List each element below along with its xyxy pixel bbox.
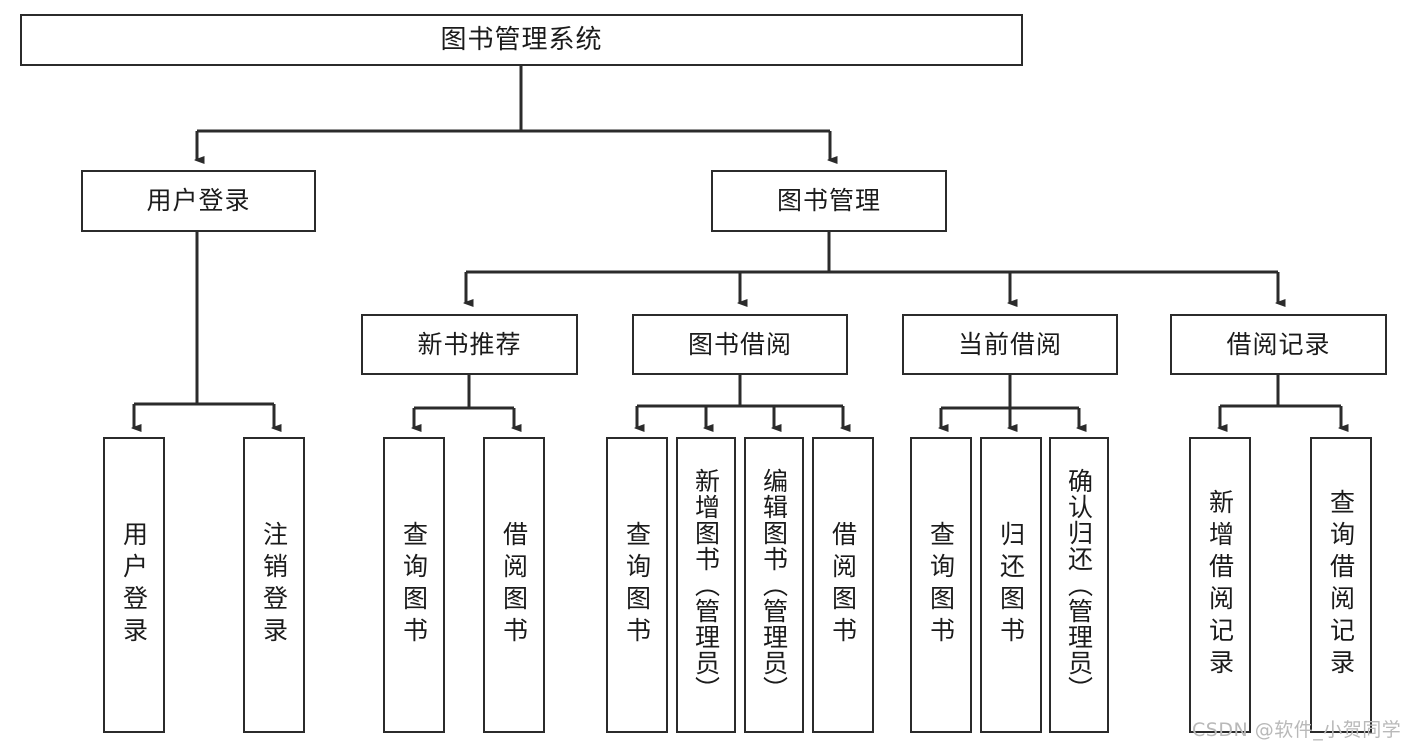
leaf-edit-book-admin[interactable]: 编辑图书（管理员） (744, 437, 804, 733)
leaf-borrow-book-newbook[interactable]: 借阅图书 (483, 437, 545, 733)
node-user-login[interactable]: 用户登录 (81, 170, 316, 232)
leaf-add-book-admin[interactable]: 新增图书（管理员） (676, 437, 736, 733)
leaf-logout-login[interactable]: 注销登录 (243, 437, 305, 733)
leaf-borrow-book[interactable]: 借阅图书 (812, 437, 874, 733)
leaf-query-borrow-record[interactable]: 查询借阅记录 (1310, 437, 1372, 733)
leaf-query-book-current[interactable]: 查询图书 (910, 437, 972, 733)
csdn-watermark: CSDN @软件_小贺同学 (1192, 719, 1402, 741)
leaf-query-book-borrow[interactable]: 查询图书 (606, 437, 668, 733)
node-book-borrow[interactable]: 图书借阅 (632, 314, 848, 375)
leaf-user-login[interactable]: 用户登录 (103, 437, 165, 733)
leaf-query-book-newbook[interactable]: 查询图书 (383, 437, 445, 733)
leaf-add-borrow-record[interactable]: 新增借阅记录 (1189, 437, 1251, 733)
leaf-return-book[interactable]: 归还图书 (980, 437, 1042, 733)
node-new-book-recommend[interactable]: 新书推荐 (361, 314, 578, 375)
node-borrow-record[interactable]: 借阅记录 (1170, 314, 1387, 375)
node-root-system[interactable]: 图书管理系统 (20, 14, 1023, 66)
node-current-borrow[interactable]: 当前借阅 (902, 314, 1118, 375)
node-book-management[interactable]: 图书管理 (711, 170, 947, 232)
leaf-confirm-return-admin[interactable]: 确认归还（管理员） (1049, 437, 1109, 733)
